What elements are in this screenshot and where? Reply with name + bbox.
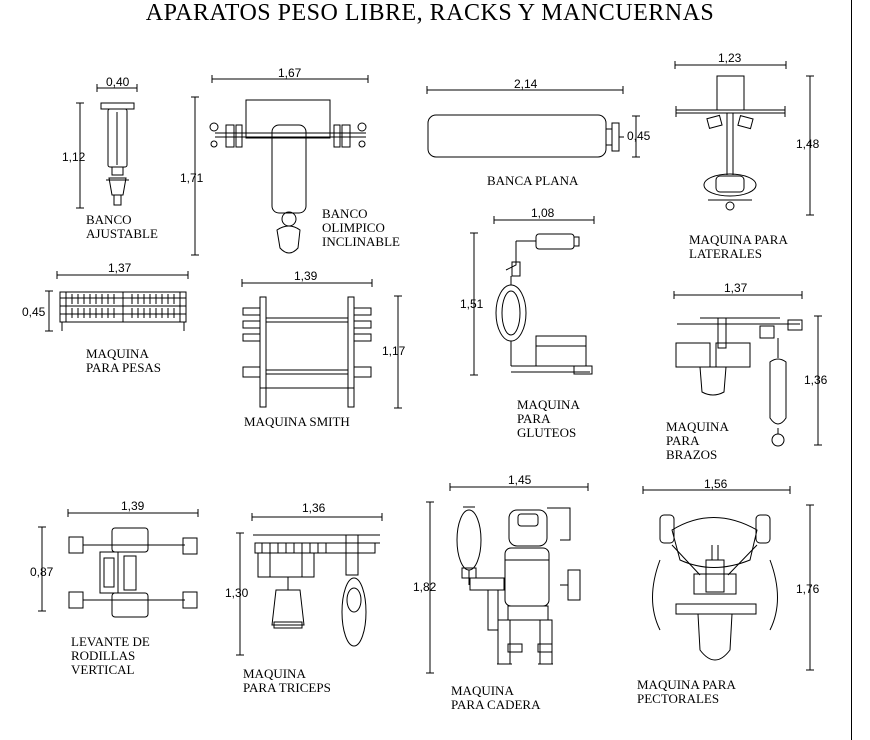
maquina-laterales-height-dim: 1,48 [796,137,820,151]
maquina-triceps-width-dim: 1,36 [302,501,326,515]
banco-ajustable-height-dim: 1,12 [62,150,86,164]
maquina-triceps-label: MAQUINA PARA TRICEPS [243,666,331,695]
banca-plana-drawing [428,115,624,157]
levante-rodillas-height-dim: 0,87 [30,565,54,579]
maquina-gluteos-drawing [496,234,592,374]
maquina-gluteos-label: MAQUINA PARA GLUTEOS [517,397,580,440]
sheet-title: APARATOS PESO LIBRE, RACKS Y MANCUERNAS [145,0,715,26]
maquina-cadera-drawing [457,507,580,664]
banca-plana-width-dim: 2,14 [514,77,538,91]
maquina-cadera-width-dim: 1,45 [508,473,532,487]
banco-ajustable-label: BANCO AJUSTABLE [86,212,158,241]
banco-olimpico-drawing [210,100,366,253]
maquina-cadera-label: MAQUINA PARA CADERA [451,683,541,712]
maquina-brazos-drawing [676,318,802,446]
banca-plana-height-dim: 0,45 [627,129,651,143]
maquina-pectorales-label: MAQUINA PARA PECTORALES [637,677,736,706]
maquina-pesas-height-dim: 0,45 [22,305,46,319]
maquina-brazos-height-dim: 1,36 [804,373,828,387]
levante-rodillas-label: LEVANTE DE RODILLAS VERTICAL [71,634,150,677]
maquina-brazos-width-dim: 1,37 [724,281,748,295]
maquina-pectorales-height-dim: 1,76 [796,582,820,596]
maquina-pesas-label: MAQUINA PARA PESAS [86,346,162,375]
maquina-smith-width-dim: 1,39 [294,269,318,283]
banco-olimpico-label: BANCO OLIMPICO INCLINABLE [322,206,400,249]
maquina-laterales-label: MAQUINA PARA LATERALES [689,232,788,261]
levante-rodillas-width-dim: 1,39 [121,499,145,513]
banco-olimpico-width-dim: 1,67 [278,66,302,80]
maquina-smith-label: MAQUINA SMITH [244,414,350,429]
maquina-smith-height-dim: 1,17 [382,344,406,358]
maquina-pesas-drawing [60,292,186,331]
maquina-triceps-drawing [253,535,380,646]
levante-rodillas-drawing [69,528,197,617]
maquina-laterales-drawing [676,76,785,210]
maquina-cadera-height-dim: 1,82 [413,580,437,594]
banco-ajustable-width-dim: 0,40 [106,75,130,89]
maquina-gluteos-height-dim: 1,51 [460,297,484,311]
maquina-laterales-width-dim: 1,23 [718,51,742,65]
maquina-triceps-height-dim: 1,30 [225,586,249,600]
banco-ajustable-drawing [101,103,134,205]
banca-plana-label: BANCA PLANA [487,173,579,188]
maquina-smith-drawing [243,297,371,407]
maquina-brazos-label: MAQUINA PARA BRAZOS [666,419,729,462]
dimension-lines [38,61,822,673]
sheet-border-line [851,0,852,740]
maquina-pesas-width-dim: 1,37 [108,261,132,275]
maquina-pectorales-drawing [653,515,778,660]
maquina-pectorales-width-dim: 1,56 [704,477,728,491]
maquina-gluteos-width-dim: 1,08 [531,206,555,220]
banco-olimpico-height-dim: 1,71 [180,171,204,185]
